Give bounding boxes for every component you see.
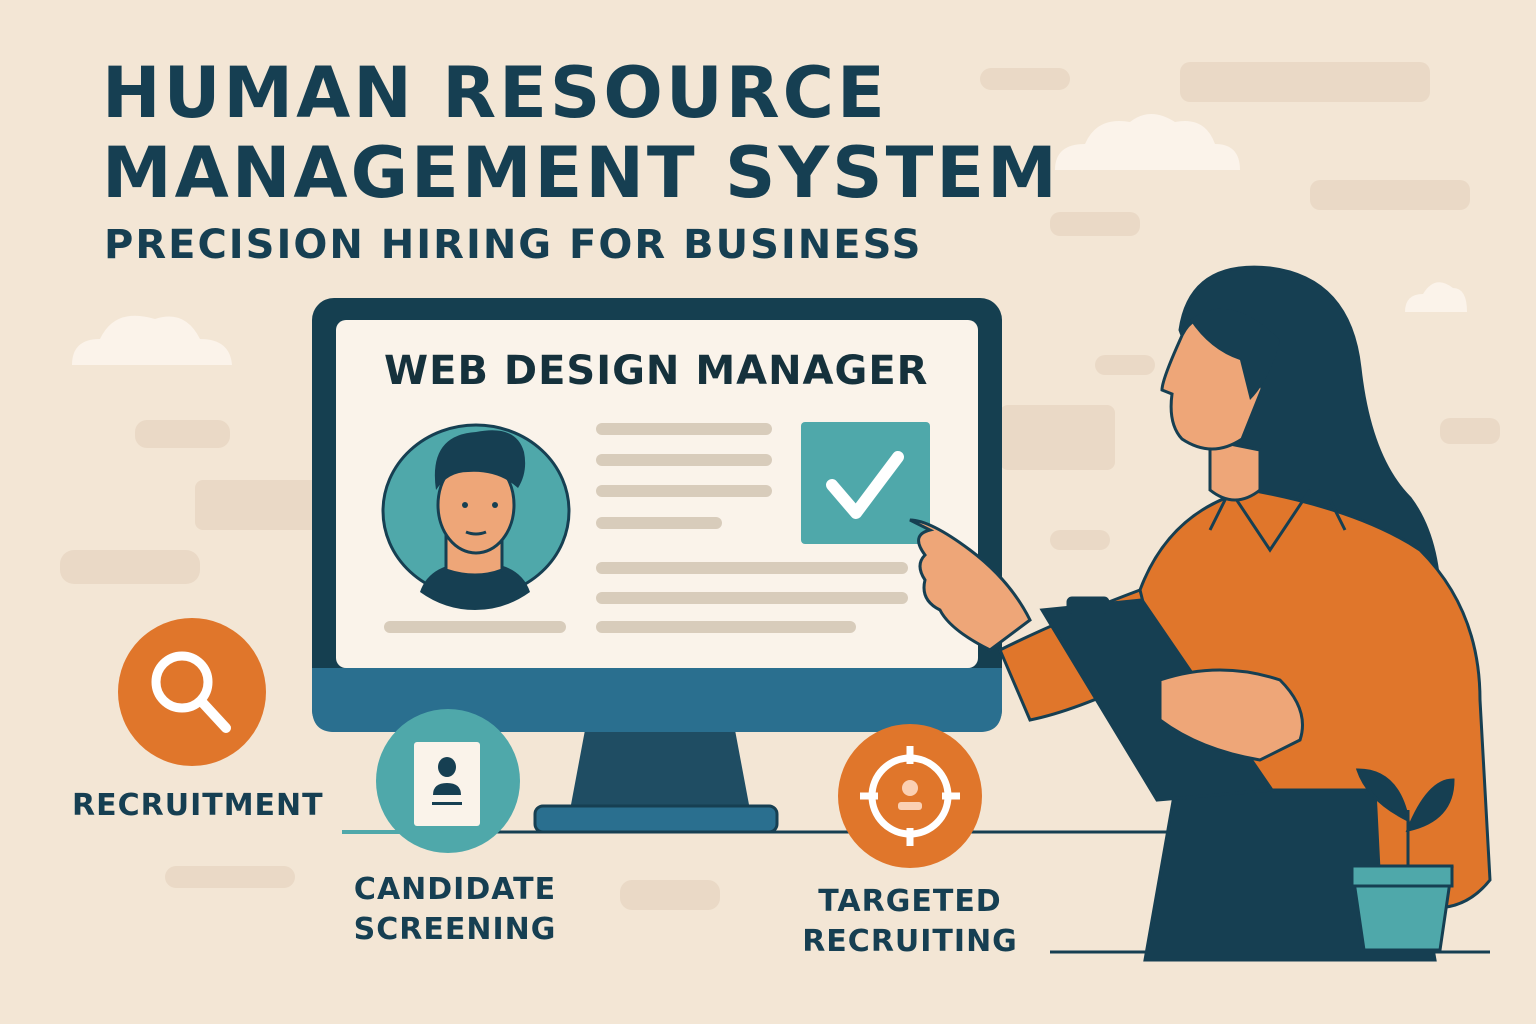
checkmark-icon: [801, 422, 930, 544]
target-person-icon: [838, 724, 982, 868]
feature-label-targeted-recruiting: TARGETED RECRUITING: [800, 882, 1020, 962]
magnifier-icon: [118, 618, 266, 766]
monitor: [312, 298, 1002, 834]
page-subtitle: PRECISION HIRING FOR BUSINESS: [104, 222, 923, 268]
id-card-icon: [376, 709, 520, 853]
placeholder-text-lines: [384, 423, 908, 633]
page-title-line2: MANAGEMENT SYSTEM: [102, 132, 1060, 214]
potted-plant: [1350, 768, 1455, 952]
page-title-line1: HUMAN RESOURCE: [102, 52, 888, 134]
cloud-icon: [72, 114, 1467, 365]
label-line: SCREENING: [353, 912, 557, 947]
job-title: WEB DESIGN MANAGER: [384, 348, 929, 394]
label-line: TARGETED: [818, 884, 1002, 919]
feature-label-recruitment: RECRUITMENT: [72, 788, 324, 823]
label-line: CANDIDATE: [353, 872, 557, 907]
background-decor: [60, 62, 1500, 910]
label-line: RECRUITING: [802, 924, 1018, 959]
feature-label-candidate-screening: CANDIDATE SCREENING: [350, 870, 560, 950]
candidate-avatar: [381, 423, 571, 610]
